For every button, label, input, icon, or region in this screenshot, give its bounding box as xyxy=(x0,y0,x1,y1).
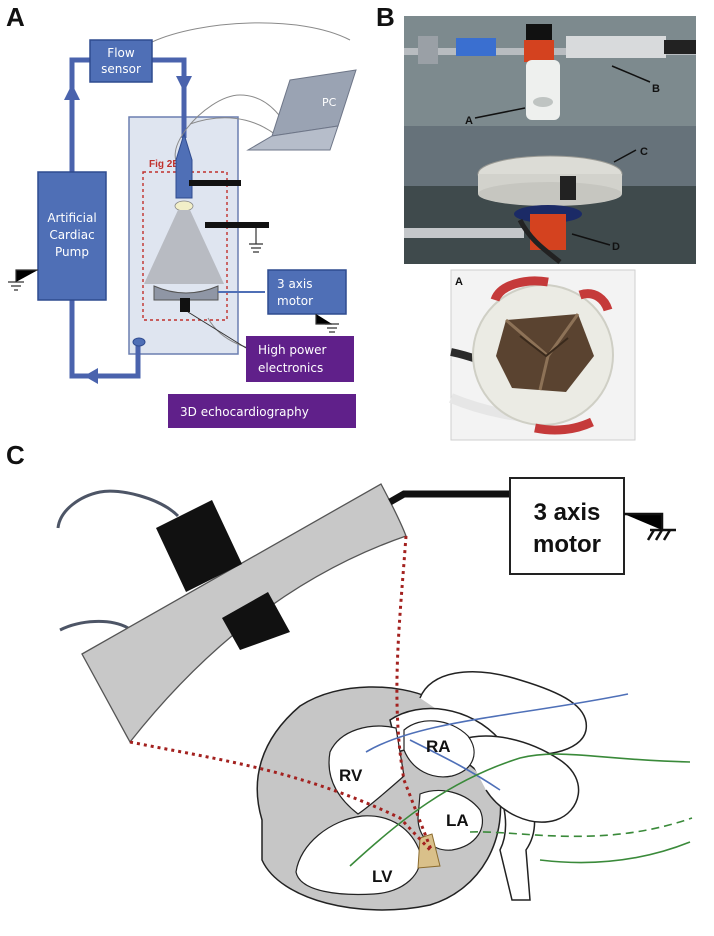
support-bar-1 xyxy=(189,180,241,186)
callout-b: B xyxy=(652,83,660,95)
flow-sensor-label-1: Flow xyxy=(107,46,135,60)
callout-lines xyxy=(474,65,651,246)
beam-path xyxy=(129,535,434,854)
probe-block-lower xyxy=(222,592,290,650)
panel-label-a: A xyxy=(6,2,25,32)
label-ra: RA xyxy=(426,737,451,756)
callout-c: C xyxy=(640,146,648,158)
motor-a-label-1: 3 axis xyxy=(277,277,313,291)
pump-label-3: Pump xyxy=(55,245,89,259)
valve-top-icon xyxy=(174,200,194,212)
motor-ground-icon xyxy=(315,314,339,333)
inlet-icon xyxy=(132,337,146,347)
pump-ground-icon xyxy=(8,269,38,291)
panel-label-b: B xyxy=(376,2,395,32)
transducer-icon xyxy=(175,132,193,199)
echo-box xyxy=(168,394,356,428)
flow-arrow-left-icon xyxy=(84,368,98,384)
motor-c-ground-icon xyxy=(624,512,676,541)
panel-label-c: C xyxy=(6,440,25,470)
motor-box-a xyxy=(267,269,347,315)
bar-ground-icon xyxy=(249,228,263,253)
inset-label: A xyxy=(455,276,463,288)
probe-bowl xyxy=(153,285,219,301)
high-power-label-2: electronics xyxy=(258,361,323,375)
probe-mount xyxy=(180,298,190,312)
pump-box xyxy=(37,171,107,301)
callout-d: D xyxy=(612,241,620,253)
flow-sensor-label-2: sensor xyxy=(101,62,141,76)
pump-label-2: Cardiac xyxy=(49,228,94,242)
label-la: LA xyxy=(446,811,469,830)
pump-label-1: Artificial xyxy=(47,211,96,225)
probe-block-upper xyxy=(156,500,242,592)
probe-cable xyxy=(187,311,247,349)
flow-arrow-down-icon xyxy=(176,76,192,92)
motor-a-label-2: motor xyxy=(277,294,313,308)
callout-a: A xyxy=(465,115,473,127)
motor-c-label-1: 3 axis xyxy=(534,499,601,526)
pc-label: PC xyxy=(322,96,337,109)
high-power-box xyxy=(246,336,354,382)
support-bar-2 xyxy=(205,222,269,228)
photo-setup xyxy=(404,16,696,264)
flow-sensor-box xyxy=(89,39,153,83)
photo-valve-inset xyxy=(449,269,636,441)
pc-laptop-icon xyxy=(246,69,357,151)
guide-wires xyxy=(349,693,693,867)
heart-diagram xyxy=(256,671,587,911)
flow-arrow-up-icon xyxy=(64,84,80,100)
flow-loop xyxy=(69,57,187,379)
probe-cable-upper xyxy=(56,489,180,529)
motor-box-c xyxy=(509,477,625,575)
motor-c-label-2: motor xyxy=(533,531,601,558)
fig2b-label: Fig 2B xyxy=(149,159,180,170)
ultrasound-beam xyxy=(144,210,224,284)
motor-arm xyxy=(388,490,512,506)
label-rv: RV xyxy=(339,766,363,785)
high-power-label-1: High power xyxy=(258,343,327,357)
label-lv: LV xyxy=(372,867,393,886)
echo-label: 3D echocardiography xyxy=(180,405,309,419)
